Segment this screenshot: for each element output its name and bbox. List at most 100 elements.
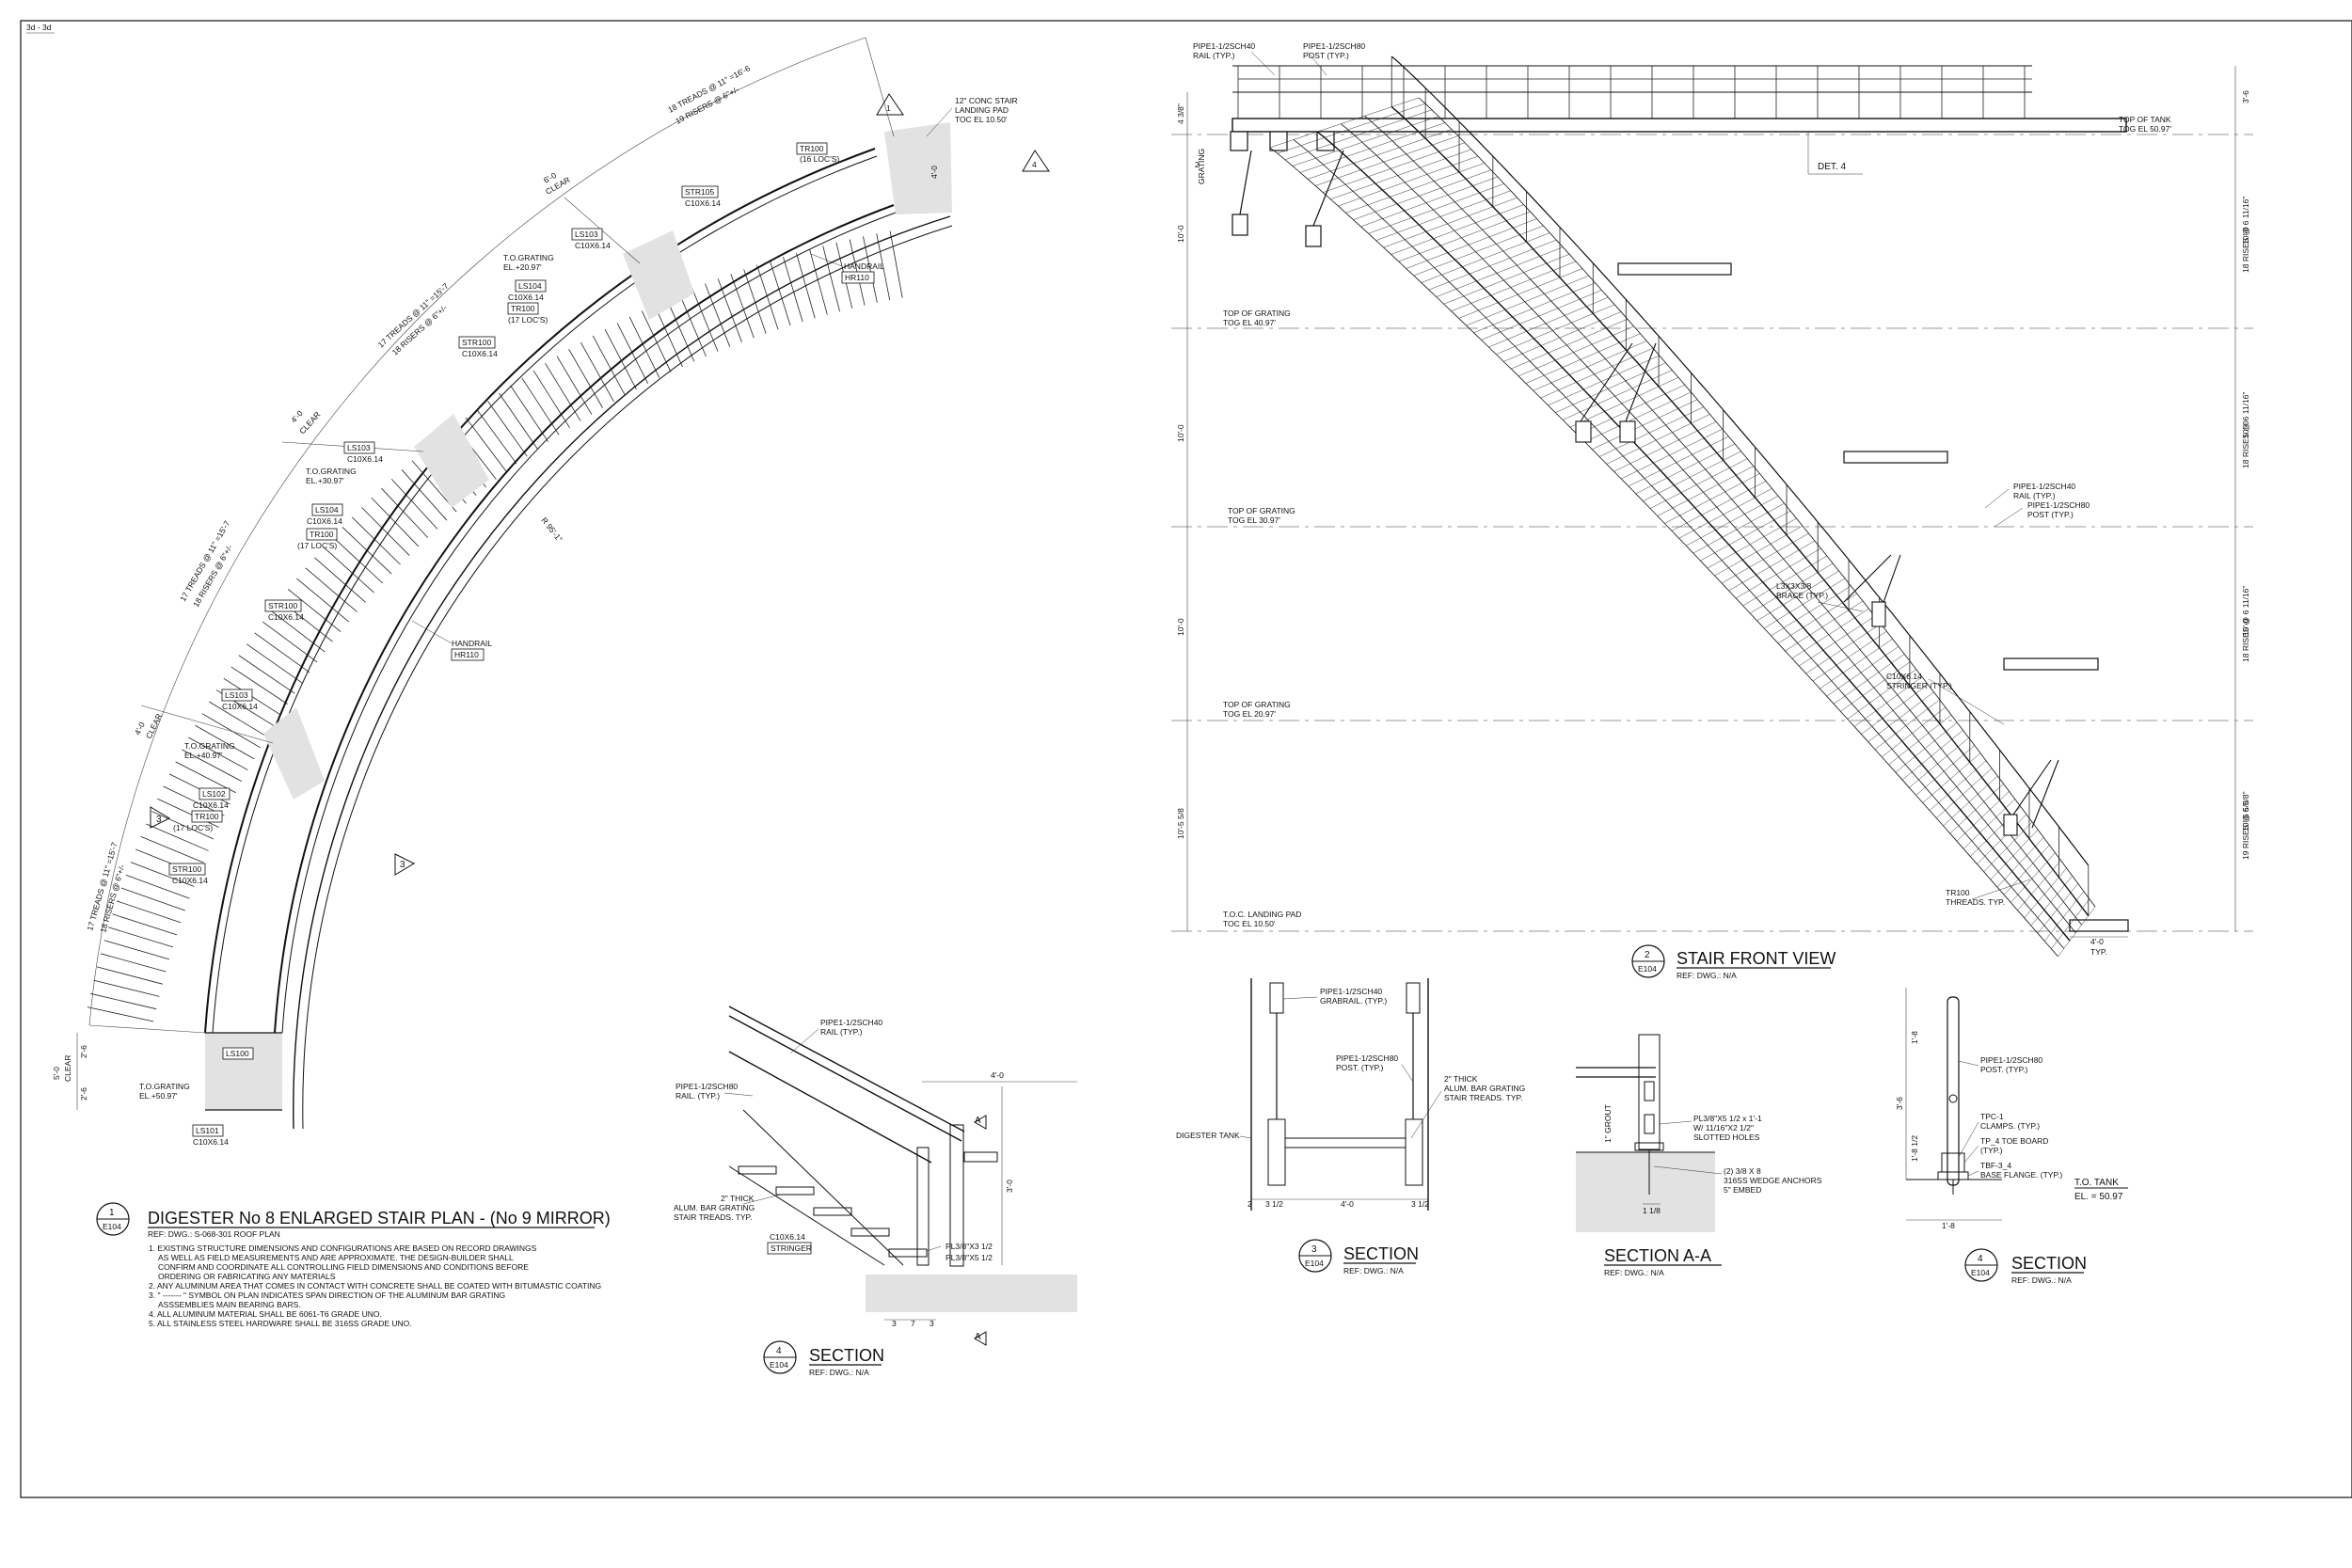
general-note-line: CONFIRM AND COORDINATE ALL CONTROLLING F…: [158, 1262, 529, 1272]
plan-ref: REF: DWG.: S-068-301 ROOF PLAN: [148, 1229, 280, 1239]
sec4a-title-sheet: E104: [770, 1360, 788, 1370]
tog-el50: EL.+50.97': [139, 1091, 178, 1101]
general-note-line: 3. " ------- " SYMBOL ON PLAN INDICATES …: [149, 1291, 505, 1300]
landing-1: [623, 230, 694, 320]
tog-label-b: T.O.GRATING: [306, 467, 357, 476]
stair-tread-line: [1735, 547, 1821, 599]
sec4a-ref: REF: DWG.: N/A: [809, 1368, 869, 1377]
stair-tread-line: [1323, 142, 1466, 193]
tag-str100-a: STR100: [462, 338, 491, 347]
stair-tread-line: [1888, 714, 1952, 766]
plan-tread: [521, 377, 560, 436]
stair-tread-line: [1664, 473, 1760, 524]
plan-tread: [146, 823, 209, 851]
plan-tread: [705, 283, 731, 347]
stair-tread-line: [1391, 204, 1524, 255]
stair-tread-line: [1338, 155, 1478, 207]
stair-tread-line: [1421, 232, 1550, 283]
plan-dim-clear5-word: CLEAR: [63, 1055, 72, 1082]
stair-tread-line: [1812, 630, 1887, 682]
front-top-grating-30: TOP OF GRATING: [1228, 506, 1295, 515]
stair-tread-line: [1791, 608, 1869, 659]
section-marker-3b: 3: [394, 853, 416, 876]
general-note-line: ORDERING OR FABRICATING ANY MATERIALS: [158, 1272, 336, 1281]
aa-grout: 1" GROUT: [1603, 1104, 1613, 1143]
stair-tread-line: [1606, 414, 1710, 465]
stair-tread-line: [1584, 391, 1692, 443]
stair-tread-line: [1613, 421, 1717, 472]
tag-ls104-b-member: C10X6.14: [307, 516, 342, 526]
stair-tread-line: [1451, 261, 1577, 312]
plan-tread: [96, 966, 163, 985]
stair-tread-line: [1861, 684, 1929, 735]
sec3-ref: REF: DWG.: N/A: [1343, 1266, 1404, 1275]
plan-tread: [822, 245, 840, 312]
plan-tread: [361, 507, 410, 556]
front-tr100: TR100: [1946, 888, 1970, 897]
stair-landing-2: [1843, 451, 1948, 464]
stair-tread-line: [2003, 845, 2050, 895]
stair-flights: [1269, 55, 2129, 958]
front-c10: C10X6.14: [1886, 672, 1922, 681]
general-note-line: 2. ANY ALUMINUM AREA THAT COMES IN CONTA…: [149, 1281, 601, 1291]
front-grating: GRATING: [1197, 149, 1206, 184]
stair-tread-line: [1963, 799, 2015, 849]
plan-tread: [863, 236, 878, 303]
plan-tread: [809, 248, 828, 315]
plan-tread: [175, 761, 236, 794]
aa-slot: W/ 11/16"X2 1/2": [1693, 1123, 1754, 1132]
plan-tread: [465, 417, 507, 472]
plan-tank-arc-2: [302, 225, 953, 1130]
plan-dim-tick-4: [140, 705, 274, 744]
plan-dim-clear5: 5'-0: [52, 1067, 61, 1080]
stair-tread-line: [1496, 304, 1615, 356]
plan-tread: [342, 527, 392, 575]
tag-ls104-a: LS104: [518, 281, 542, 291]
sec4b-d36: 3'-6: [1895, 1097, 1904, 1110]
sec4b-tpc: TPC-1: [1980, 1112, 2004, 1121]
stair-tread-line: [1721, 532, 1809, 584]
sec4b-d1812: 1'-8 1/2: [1910, 1135, 1919, 1162]
intermediate-supports: [1575, 342, 2059, 836]
plan-tread: [476, 408, 517, 465]
tag-ls103-c: LS103: [225, 690, 248, 700]
front-title-number: 2: [1645, 950, 1650, 960]
front-right-dim-3: 10'-0: [2241, 618, 2250, 636]
plan-inner-arc: [274, 204, 895, 1034]
tag-ls104-a-member: C10X6.14: [508, 293, 544, 302]
section-step: [738, 1165, 777, 1175]
stair-tread-line: [2010, 852, 2056, 903]
sec4b-pipe80: PIPE1-1/2SCH80: [1980, 1055, 2042, 1065]
stair-tread-line: [1895, 721, 1958, 773]
conc-pad-line3: TOC EL 10.50': [955, 115, 1008, 124]
tag-tr100-b: TR100: [310, 530, 334, 539]
stair-tread-line: [1375, 190, 1511, 241]
aa-ref: REF: DWG.: N/A: [1604, 1268, 1664, 1277]
stair-tread-line: [1805, 623, 1882, 674]
sec4b-tp: TP_4 TOE BOARD: [1980, 1136, 2048, 1146]
section-marker-3a: 3: [150, 806, 171, 829]
stair-landing-3: [2003, 657, 2099, 671]
tag-ls102: LS102: [202, 789, 226, 799]
sec4a-title-block: 4 E104 SECTION REF: DWG.: N/A: [763, 1340, 884, 1377]
front-title: STAIR FRONT VIEW: [1677, 949, 1836, 968]
tag-str105-member: C10X6.14: [685, 198, 721, 208]
plan-tread: [270, 610, 326, 653]
stair-tread-line: [1867, 691, 1934, 742]
sec3-title-sheet: E104: [1305, 1259, 1324, 1268]
sec4b-ref: REF: DWG.: N/A: [2011, 1275, 2072, 1285]
plan-tread: [130, 862, 195, 887]
sec3-pipe80: PIPE1-1/2SCH80: [1336, 1053, 1398, 1063]
landing-pad-top: [884, 122, 952, 214]
plan-tread: [580, 341, 614, 403]
sec4b-title-block: 4 E104 SECTION REF: DWG.: N/A: [1964, 1248, 2087, 1285]
general-note-line: 4. ALL ALUMINUM MATERIAL SHALL BE 6061-T…: [149, 1309, 382, 1319]
sheet-corner-id: 3d - 3d: [26, 23, 52, 32]
plan-tread: [201, 713, 262, 749]
tag-ls101-member: C10X6.14: [193, 1137, 229, 1147]
stair-tread-line: [1909, 737, 1969, 788]
plan-tread: [100, 953, 167, 973]
front-top-tank: TOP OF TANK: [2119, 115, 2171, 124]
tag-ls103-b: LS103: [347, 443, 371, 452]
plan-tread: [628, 316, 660, 378]
